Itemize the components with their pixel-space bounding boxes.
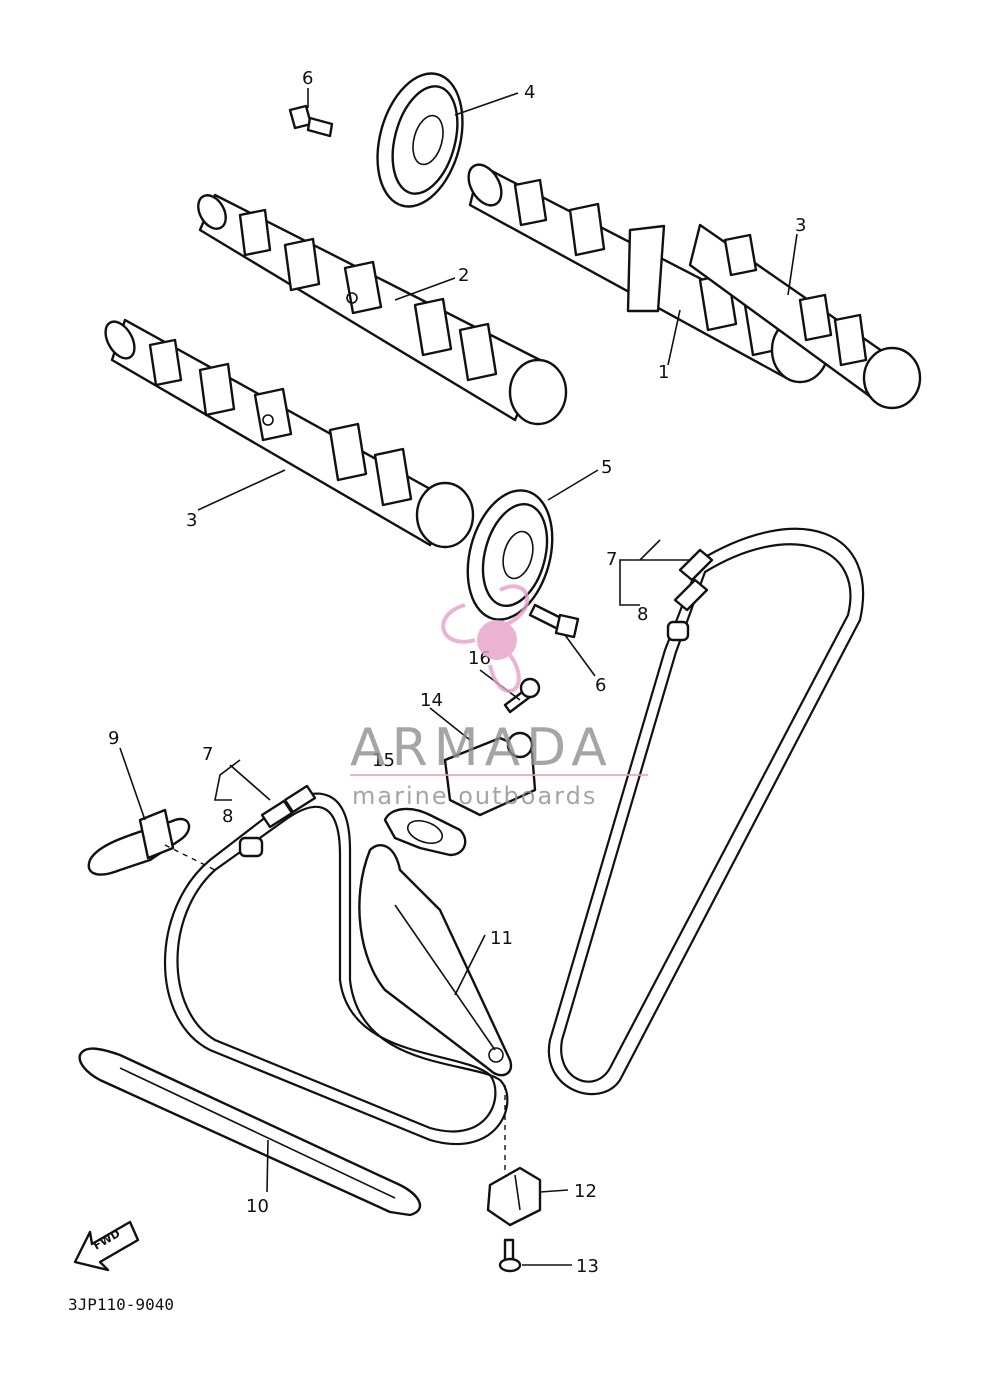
cam-sprocket-4 (376, 72, 464, 208)
callout-11: 11 (490, 928, 513, 949)
diagram-code: 3JP110-9040 (68, 1295, 174, 1314)
chain-joint-7-right (673, 548, 714, 612)
callout-2: 2 (458, 265, 469, 286)
gasket-15 (383, 807, 467, 857)
watermark-brand: ARMADA (350, 718, 613, 778)
callout-9: 9 (108, 728, 119, 749)
chain-guide-stopper-9 (87, 808, 191, 876)
chain-tensioner-14 (443, 731, 537, 817)
callout-10: 10 (246, 1196, 269, 1217)
callout-6-upper: 6 (302, 68, 313, 89)
bolt-13 (498, 1238, 522, 1273)
callout-7-left: 7 (202, 744, 213, 765)
callout-3-upper: 3 (795, 215, 806, 236)
propeller-logo (441, 584, 530, 693)
callout-5: 5 (601, 457, 612, 478)
bolt-16 (503, 677, 541, 714)
cam-sprocket-5 (466, 489, 554, 621)
callout-13: 13 (576, 1256, 599, 1277)
callout-15: 15 (372, 750, 395, 771)
callout-14: 14 (420, 690, 443, 711)
chain-pin-8-right (666, 620, 690, 642)
leader-lines (119, 88, 798, 1266)
bracket-12 (486, 1166, 542, 1227)
forward-direction-arrow: FWD (73, 1220, 140, 1272)
camshaft-3-upper (688, 223, 922, 410)
callout-3-lower: 3 (186, 510, 197, 531)
callout-8-left: 8 (222, 806, 233, 827)
camshaft-2 (197, 193, 568, 426)
callout-7-right: 7 (606, 549, 617, 570)
tensioner-guide-11 (358, 844, 513, 1077)
callout-4: 4 (524, 82, 535, 103)
chain-guide-10 (78, 1047, 422, 1217)
watermark-tagline: marine outboards (352, 782, 597, 810)
camshaft-3-lower (104, 318, 475, 549)
callout-12: 12 (574, 1181, 597, 1202)
bolt-6-upper (288, 104, 334, 138)
callout-8-right: 8 (637, 604, 648, 625)
chain-pin-8-left (238, 836, 264, 858)
callout-1: 1 (658, 362, 669, 383)
callout-6-lower: 6 (595, 675, 606, 696)
watermark: ARMADA marine outboards (350, 584, 648, 810)
timing-chain (163, 527, 865, 1146)
chain-joint-7-left (260, 784, 317, 829)
bolt-6-lower (528, 603, 580, 639)
